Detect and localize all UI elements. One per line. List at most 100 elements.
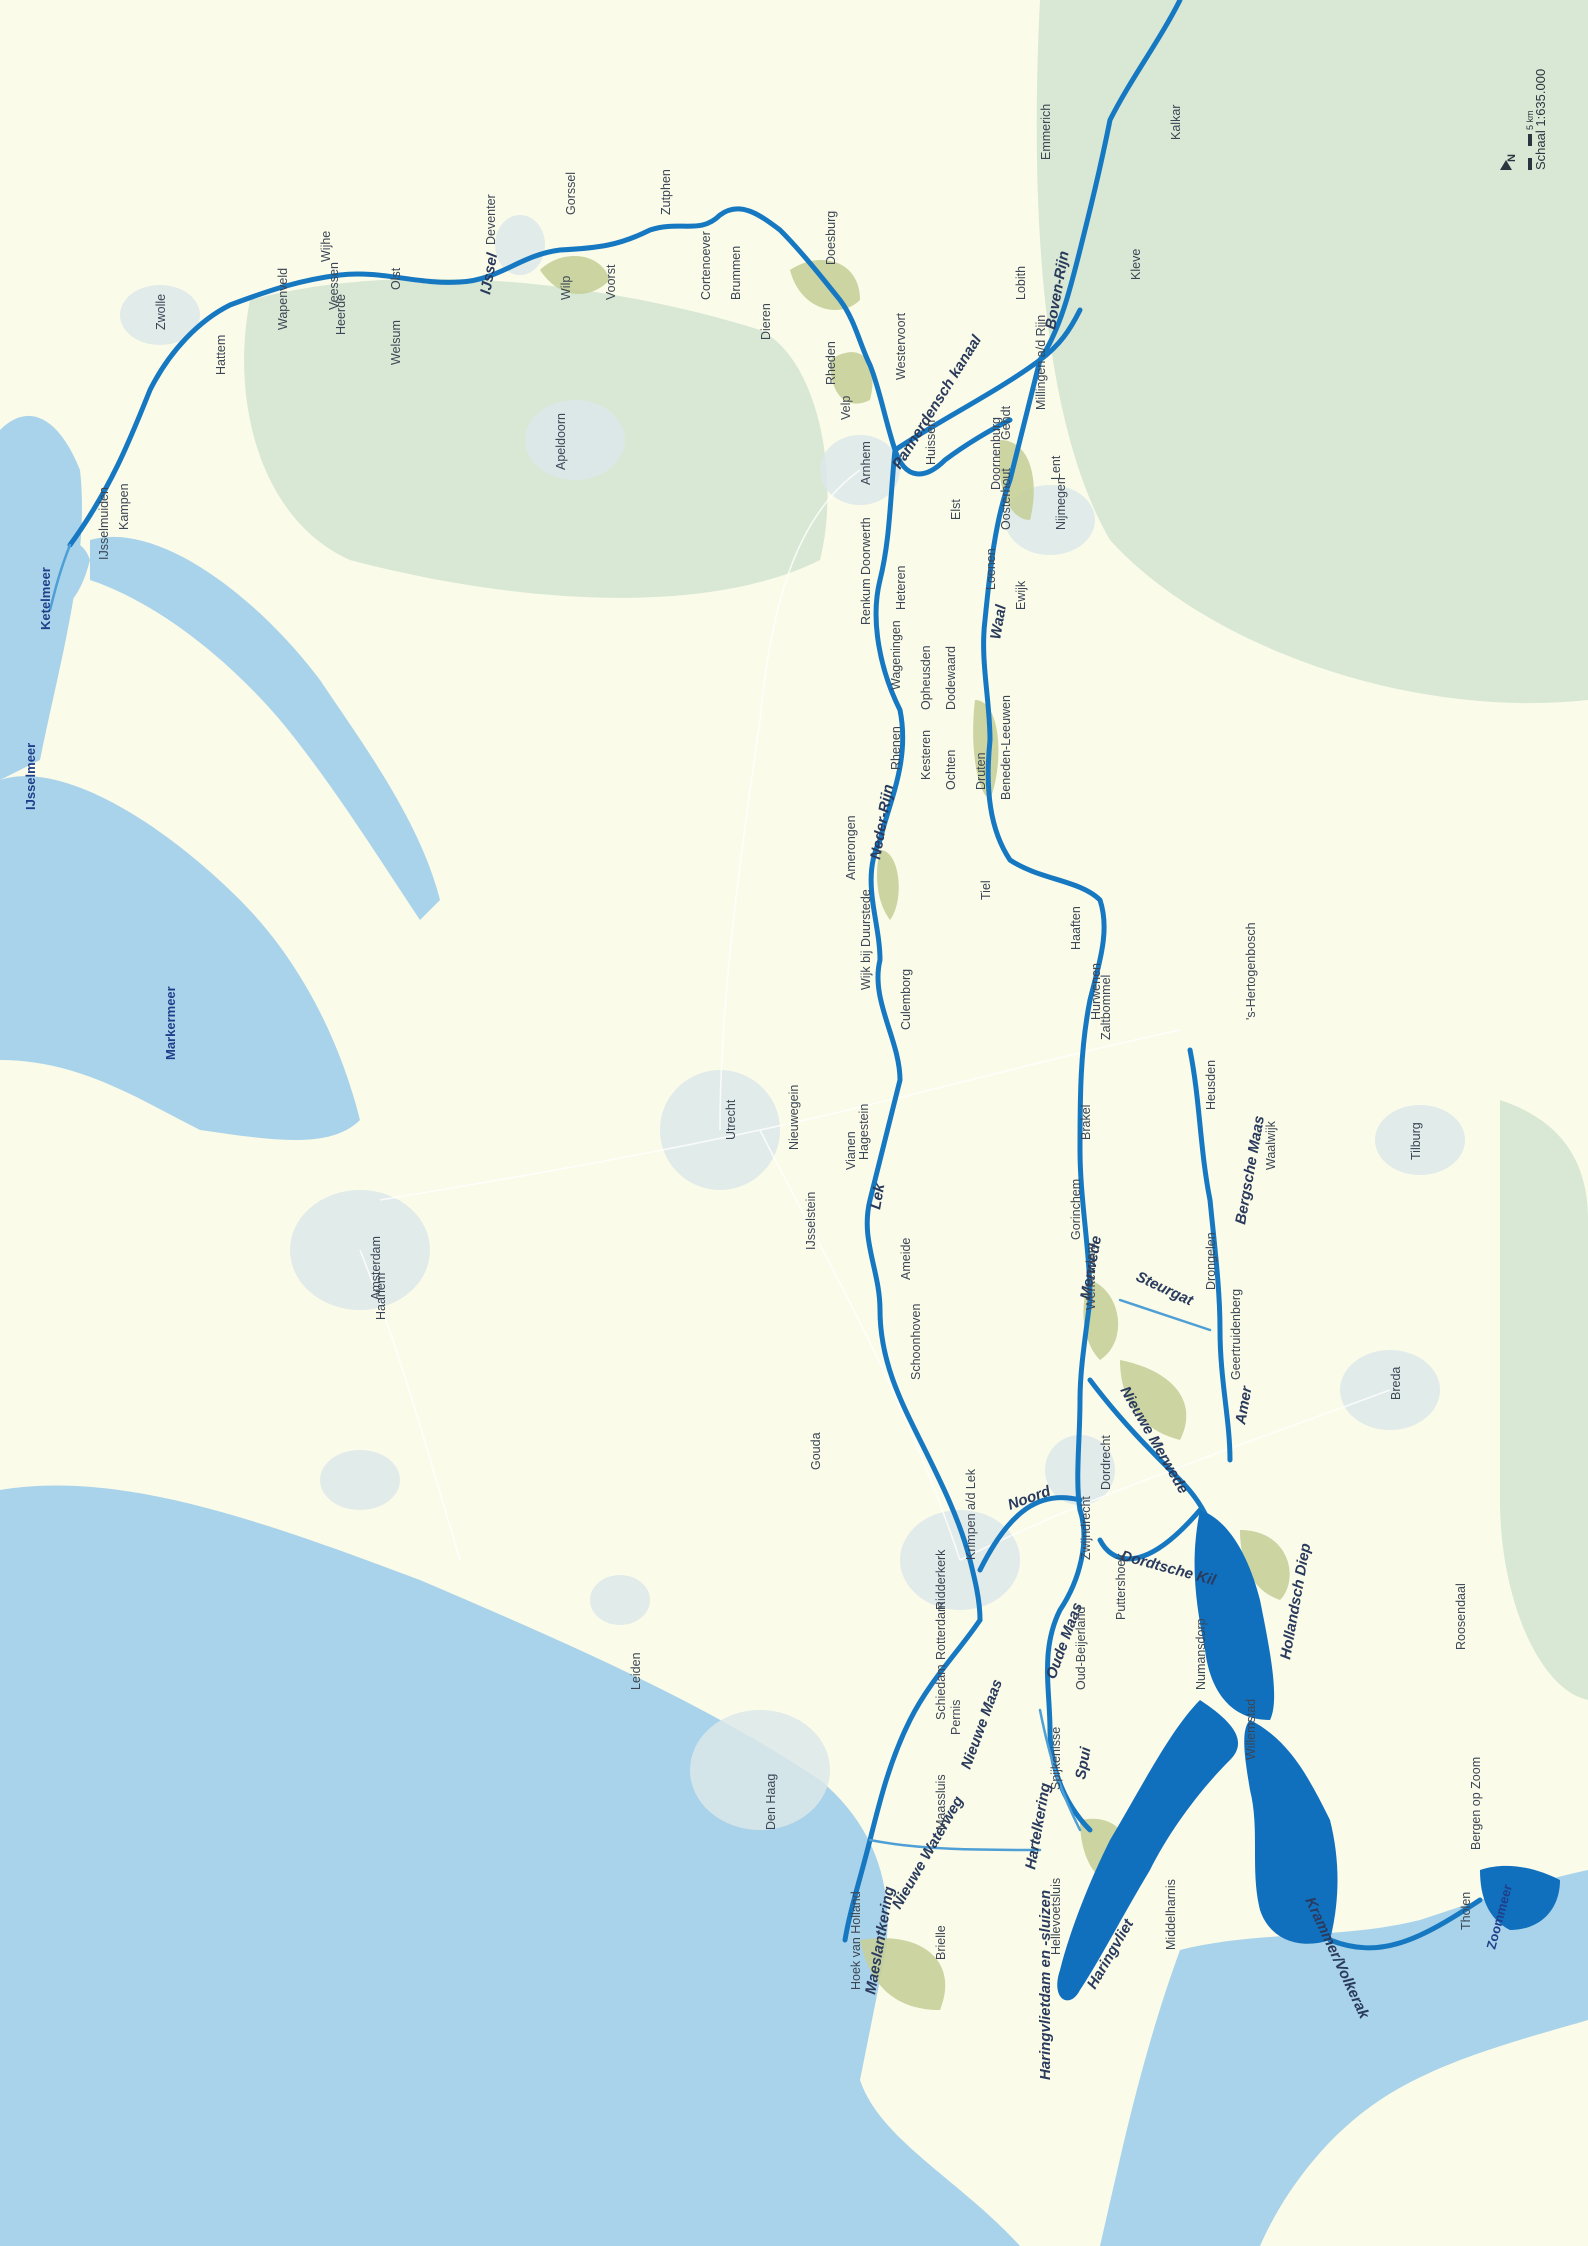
place-label-zwijndrecht: Zwijndrecht: [1079, 1496, 1093, 1560]
place-label-hellevoetsluis: Hellevoetsluis: [1049, 1878, 1063, 1955]
schelde-rijn-link: [1327, 1897, 1483, 1951]
krammer-volkerak-water: [1244, 1720, 1338, 1944]
haringvlietdam-label: Haringvlietdam en -sluizen: [1037, 1890, 1054, 2080]
place-label-spijkenisse: Spijkenisse: [1049, 1727, 1063, 1790]
brabant-forest: [1500, 1100, 1588, 1700]
dordtsche-kil-river: [1097, 1507, 1203, 1562]
place-label-willemstad: Willemstad: [1244, 1699, 1258, 1760]
place-label-kalkar: Kalkar: [1169, 105, 1183, 140]
waal-river: [981, 357, 1107, 1403]
place-label-olst: Olst: [389, 267, 403, 290]
place-label-utrecht: Utrecht: [724, 1099, 738, 1140]
waal-label: Waal: [987, 603, 1010, 641]
place-label-wageningen: Wageningen: [889, 620, 903, 690]
place-label-tholen: Tholen: [1459, 1892, 1473, 1930]
place-label-kesteren: Kesteren: [919, 730, 933, 780]
place-label-krimpen-a-d-lek: Krimpen a/d Lek: [964, 1468, 978, 1560]
zoommeer-water: [1480, 1865, 1560, 1930]
north-label: N: [1506, 154, 1518, 162]
place-label-nijmegen: Nijmegen: [1054, 477, 1068, 530]
place-label-hoek-van-holland: Hoek van Holland: [849, 1891, 863, 1990]
pannerdensch-kanaal-river: [892, 307, 1083, 453]
place-label-geertruidenberg: Geertruidenberg: [1229, 1289, 1243, 1380]
place-label-dieren: Dieren: [759, 303, 773, 340]
place-label-ochten: Ochten: [944, 750, 958, 790]
place-label-millingen-a-d-rijn: Millingen a/d Rijn: [1034, 315, 1048, 410]
neder-rijn-river: [864, 447, 983, 1623]
place-label-elst: Elst: [949, 499, 963, 520]
scale-indicator: Schaal 1:635.000 5 km N: [1500, 69, 1548, 170]
scale-bar-label: 5 km: [1525, 110, 1535, 130]
place-label-gorinchem: Gorinchem: [1069, 1179, 1083, 1240]
place-label-wijk-bij-duurstede: Wijk bij Duurstede: [859, 889, 873, 990]
north-sea: [0, 1485, 1020, 2246]
scale-bar: [1528, 158, 1532, 170]
place-label-schoonhoven: Schoonhoven: [909, 1303, 923, 1380]
place-label-opheusden: Opheusden: [919, 645, 933, 710]
boven-rijn-river: [1037, 0, 1183, 363]
place-label-ameide: Ameide: [899, 1238, 913, 1280]
place-label-drongelen: Drongelen: [1204, 1232, 1218, 1290]
place-label-heteren: Heteren: [894, 565, 908, 610]
place-label-heerde: Heerde: [334, 294, 348, 335]
place-label-velp: Velp: [839, 396, 853, 420]
place-label-den-haag: Den Haag: [764, 1774, 778, 1830]
place-label-oosterhout: Oosterhout: [999, 468, 1013, 530]
amer-label: Amer: [1232, 1384, 1256, 1427]
scale-bar-2: [1528, 134, 1532, 146]
place-label-amerongen: Amerongen: [844, 815, 858, 880]
place-label-vianen: Vianen: [844, 1131, 858, 1170]
place-label-druten: Druten: [974, 752, 988, 790]
place-label-tilburg: Tilburg: [1409, 1122, 1423, 1160]
place-label-wilp: Wilp: [559, 276, 573, 300]
place-label-voorst: Voorst: [604, 264, 618, 300]
road-network: [359, 469, 1391, 1561]
place-label-emmerich: Emmerich: [1039, 104, 1053, 160]
place-label-hattem: Hattem: [214, 335, 228, 375]
place-label-deventer: Deventer: [484, 194, 498, 245]
place-label-kampen: Kampen: [117, 483, 131, 530]
place-label-cortenoever: Cortenoever: [699, 231, 713, 300]
bergsche-maas-river: [1187, 1047, 1233, 1463]
place-label-pernis: Pernis: [949, 1700, 963, 1735]
nieuwe-maas-river: [842, 1617, 983, 1943]
place-label-haaften: Haaften: [1069, 906, 1083, 950]
lek-label: Lek: [867, 1182, 888, 1211]
place-label-lobith: Lobith: [1014, 266, 1028, 300]
place-label-brummen: Brummen: [729, 246, 743, 300]
place-label-middelharnis: Middelharnis: [1164, 1879, 1178, 1950]
place-label-oud-beijerland: Oud-Beijerland: [1074, 1607, 1088, 1690]
place-label-haarlem: Haarlem: [374, 1273, 388, 1320]
place-label-gouda: Gouda: [809, 1432, 823, 1470]
place-label-doesburg: Doesburg: [824, 211, 838, 265]
place-label-zwolle: Zwolle: [154, 294, 168, 330]
place-label-roosendaal: Roosendaal: [1454, 1583, 1468, 1650]
place-label-rotterdam: Rotterdam: [934, 1602, 948, 1660]
place-label-veessen: Veessen: [327, 262, 341, 310]
markermeer-water: [0, 776, 360, 1140]
place-label-dodewaard: Dodewaard: [944, 646, 958, 710]
place-label-lent: Lent: [1049, 455, 1063, 480]
place-label-ijsselmuiden: IJsselmuiden: [97, 487, 111, 560]
haringvliet-water: [1057, 1700, 1239, 2001]
hollandsch-diep-water: [1194, 1510, 1275, 1720]
place-label-wapenveld: Wapenveld: [276, 268, 290, 330]
place-label-hurwenen: Hurwenen: [1089, 963, 1103, 1020]
ketelmeer-label: Ketelmeer: [38, 567, 53, 630]
place-label-gendt: Gendt: [999, 405, 1013, 440]
place-label-tiel: Tiel: [979, 880, 993, 900]
place-label-loenen: Loenen: [984, 548, 998, 590]
hartelkanaal: [868, 1838, 1042, 1852]
place-label-brielle: Brielle: [934, 1925, 948, 1960]
scale-text: Schaal 1:635.000: [1533, 69, 1548, 170]
noord-river: [977, 1495, 1083, 1573]
place-label-wijhe: Wijhe: [319, 231, 333, 262]
place-label-ijsselstein: IJsselstein: [804, 1192, 818, 1250]
place-label-rhenen: Rhenen: [889, 726, 903, 770]
place-label-renkum: Renkum: [859, 578, 873, 625]
place-label-doornenburg: Doornenburg: [989, 417, 1003, 490]
reichswald-forest: [1036, 0, 1588, 704]
place-label-leiden: Leiden: [629, 1652, 643, 1690]
place-label-maassluis: Maassluis: [934, 1774, 948, 1830]
